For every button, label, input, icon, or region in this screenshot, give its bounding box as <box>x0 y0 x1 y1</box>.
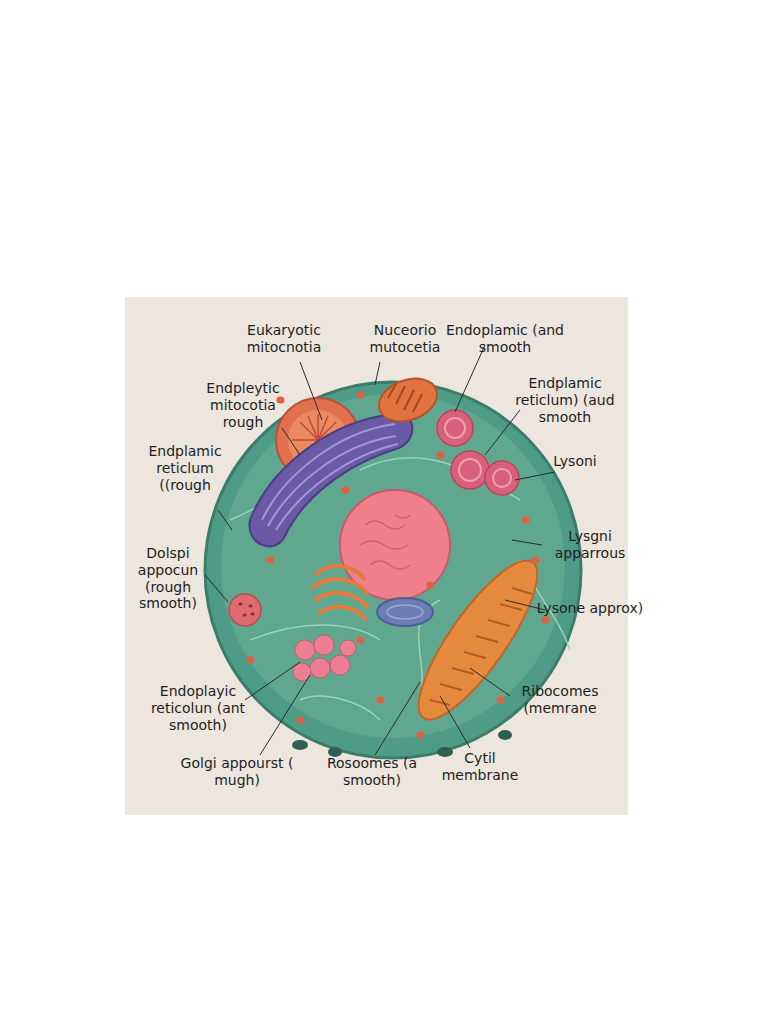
ribosome-cluster <box>340 640 356 656</box>
peroxisome <box>229 594 261 626</box>
organelle-label: Endpleytic mitocotia rough <box>191 380 296 430</box>
lysosome <box>437 410 473 446</box>
ribosome-cluster <box>330 655 350 675</box>
mitochondrion-cristae <box>388 384 422 412</box>
vesicle <box>377 598 433 626</box>
organelle-label: Rosoomes (a smooth) <box>317 755 427 789</box>
organelle-label: Cytil membrane <box>438 750 523 784</box>
lysosome-ring <box>445 418 465 438</box>
organelle-label: Lysoni <box>535 453 615 470</box>
lysosome <box>451 451 489 489</box>
organelle-label: Dolspi appocun (rough smooth) <box>131 545 206 612</box>
organelle-label: Lysone approx) <box>535 600 645 617</box>
chromatin <box>360 515 411 569</box>
cytoplasm <box>221 394 565 738</box>
organelle-label: Endoplayic reticolun (ant smooth) <box>143 683 253 733</box>
lysosome-ring <box>459 459 481 481</box>
membrane-pore <box>437 747 453 757</box>
organelle-label: Golgi appourst ( mugh) <box>175 755 300 789</box>
organelle-label: Eukaryotic mitocnotia <box>219 322 349 356</box>
ribosome-cluster <box>310 658 330 678</box>
organelle-label: Nuceorio mutocetia <box>350 322 460 356</box>
lysosome <box>485 461 519 495</box>
peroxisome-dots <box>240 604 253 615</box>
vesicle-inner <box>387 605 423 619</box>
smooth-er <box>312 566 368 620</box>
lysosome-ring <box>493 469 511 487</box>
golgi-folds <box>430 588 532 705</box>
ribosome-cluster <box>295 640 315 660</box>
membrane-pore <box>292 740 308 750</box>
organelle-label: Lysgni apparrous <box>540 528 640 562</box>
membrane-pore <box>498 730 512 740</box>
mitochondrion <box>373 371 443 429</box>
background-panel <box>125 297 628 815</box>
organelle-label: Endplamic reticlum) (aud smooth <box>510 375 620 425</box>
ribosome-cluster <box>314 635 334 655</box>
organelle-label: Ribocomes (memrane <box>505 683 615 717</box>
organelle-label: Endplamic reticlum ((rough <box>140 443 230 493</box>
organelle-label: Endoplamic (and smooth <box>445 322 565 356</box>
